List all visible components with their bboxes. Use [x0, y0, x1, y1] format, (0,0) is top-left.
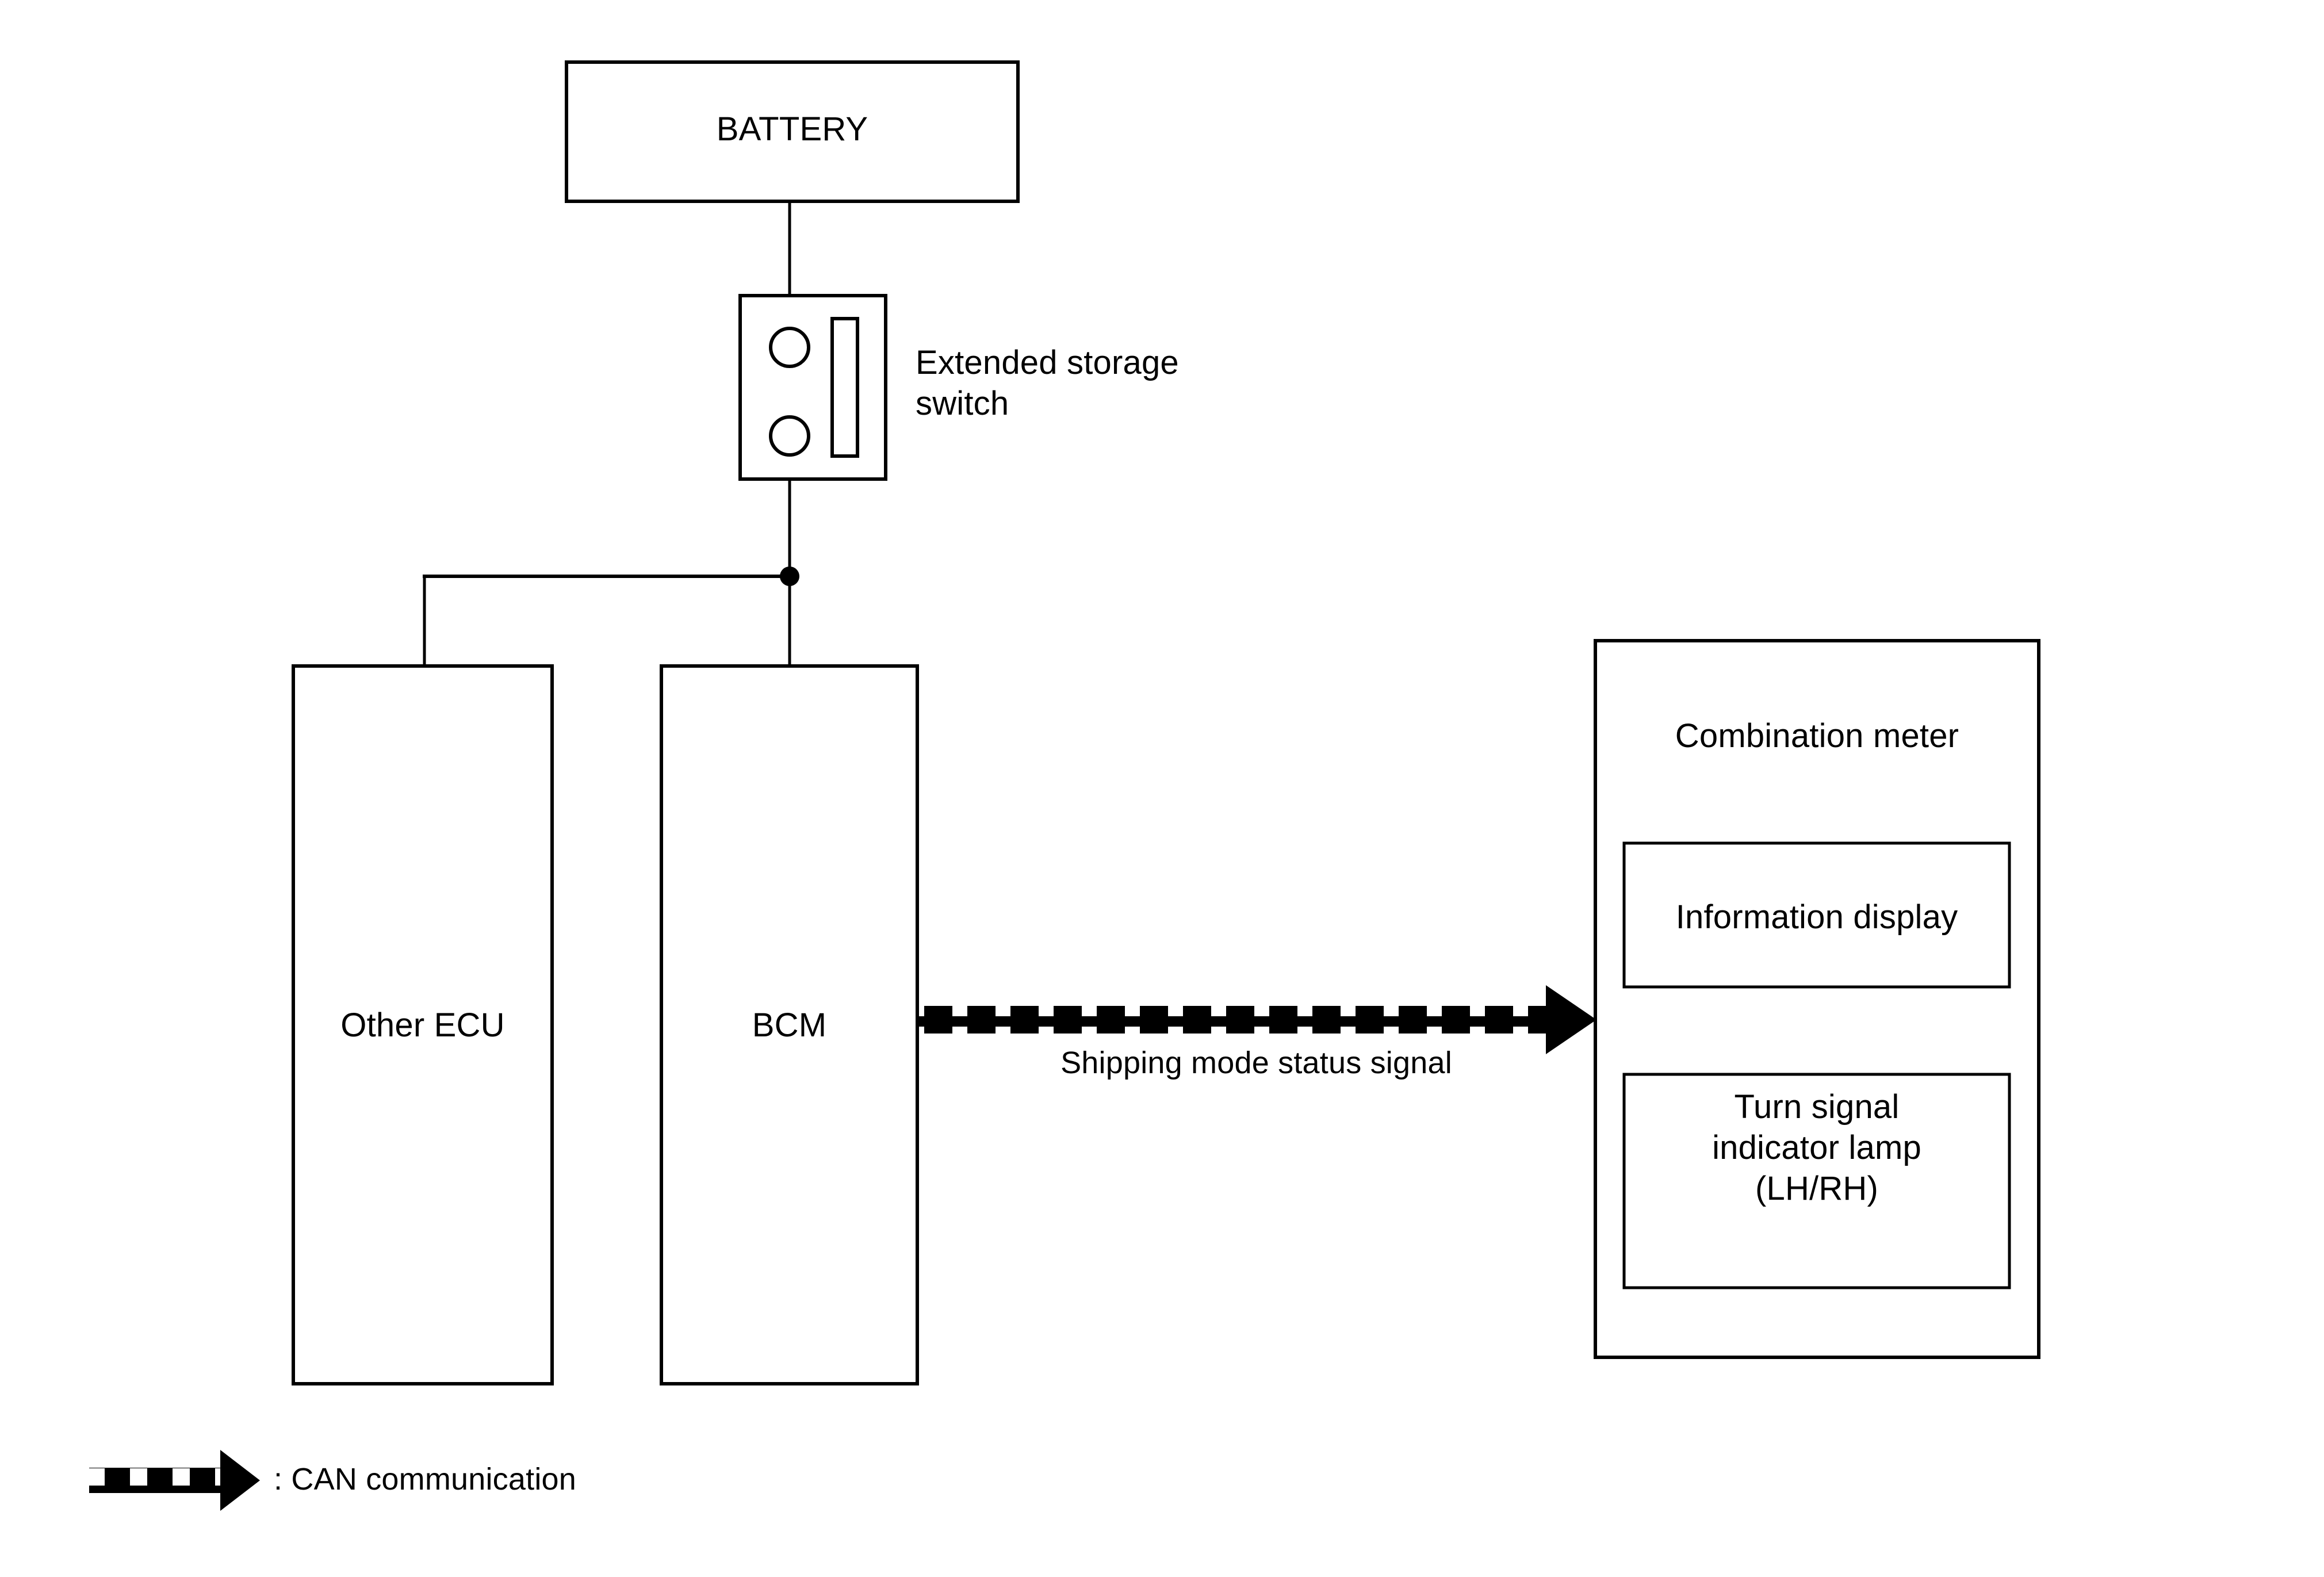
switch-terminal-top-icon	[769, 327, 810, 368]
bcm-label: BCM	[752, 1006, 827, 1044]
wire-junction-dot	[780, 567, 799, 586]
other-ecu-label: Other ECU	[340, 1006, 505, 1044]
turn-signal-indicator-lamp-label: Turn signal indicator lamp (LH/RH)	[1712, 1088, 1921, 1207]
battery-box	[565, 60, 1020, 203]
shipping-mode-status-signal-label: Shipping mode status signal	[1060, 1046, 1452, 1080]
extended-storage-switch-box	[738, 294, 887, 481]
turn-signal-indicator-lamp-box	[1622, 1073, 2011, 1289]
switch-lever-icon	[830, 317, 859, 458]
bcm-box	[660, 664, 919, 1385]
switch-terminal-bottom-icon	[769, 415, 810, 457]
other-ecu-box	[292, 664, 554, 1385]
legend-can-communication-label: : CAN communication	[274, 1462, 576, 1496]
legend-can-arrow-icon	[89, 1450, 260, 1511]
can-communication-arrow	[919, 985, 1596, 1054]
battery-label: BATTERY	[716, 110, 868, 148]
information-display-box	[1622, 841, 2011, 989]
extended-storage-switch-label: Extended storage switch	[916, 344, 1179, 422]
information-display-label: Information display	[1675, 898, 1958, 936]
combination-meter-label: Combination meter	[1675, 717, 1959, 755]
